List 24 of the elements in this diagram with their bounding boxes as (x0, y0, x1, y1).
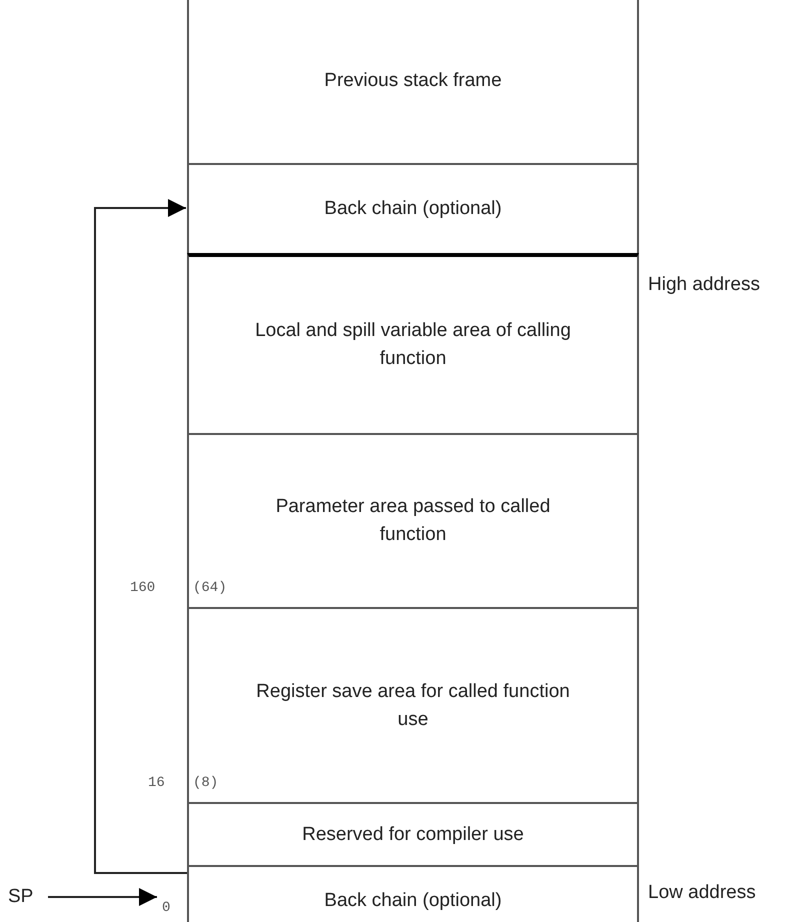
slot-label: Local and spill variable area of calling function (254, 319, 572, 371)
address-label: High address (648, 274, 760, 296)
slot-label: Register save area for called function use (255, 680, 571, 732)
arrow (48, 888, 157, 906)
offset-number: 16 (148, 775, 165, 791)
slot-label: Parameter area passed to called function (274, 495, 552, 547)
offset-number: (64) (193, 580, 227, 596)
offset-number: 0 (162, 900, 170, 916)
stack-slot (187, 0, 639, 163)
stack-slot (187, 607, 639, 802)
offset-number: 160 (130, 580, 156, 596)
stack-slot (187, 865, 639, 922)
stack-slot (187, 802, 639, 865)
stack-slot (187, 163, 639, 253)
slot-label: Reserved for compiler use (302, 822, 524, 847)
pointer-label: SP (8, 886, 34, 908)
stack-slot (187, 253, 639, 433)
slot-label: Back chain (optional) (324, 197, 502, 222)
stack-slot (187, 433, 639, 607)
slot-label: Back chain (optional) (324, 889, 502, 914)
offset-number: (8) (193, 775, 218, 791)
slot-label: Previous stack frame (324, 68, 502, 93)
address-label: Low address (648, 882, 756, 904)
arrow (94, 199, 187, 874)
